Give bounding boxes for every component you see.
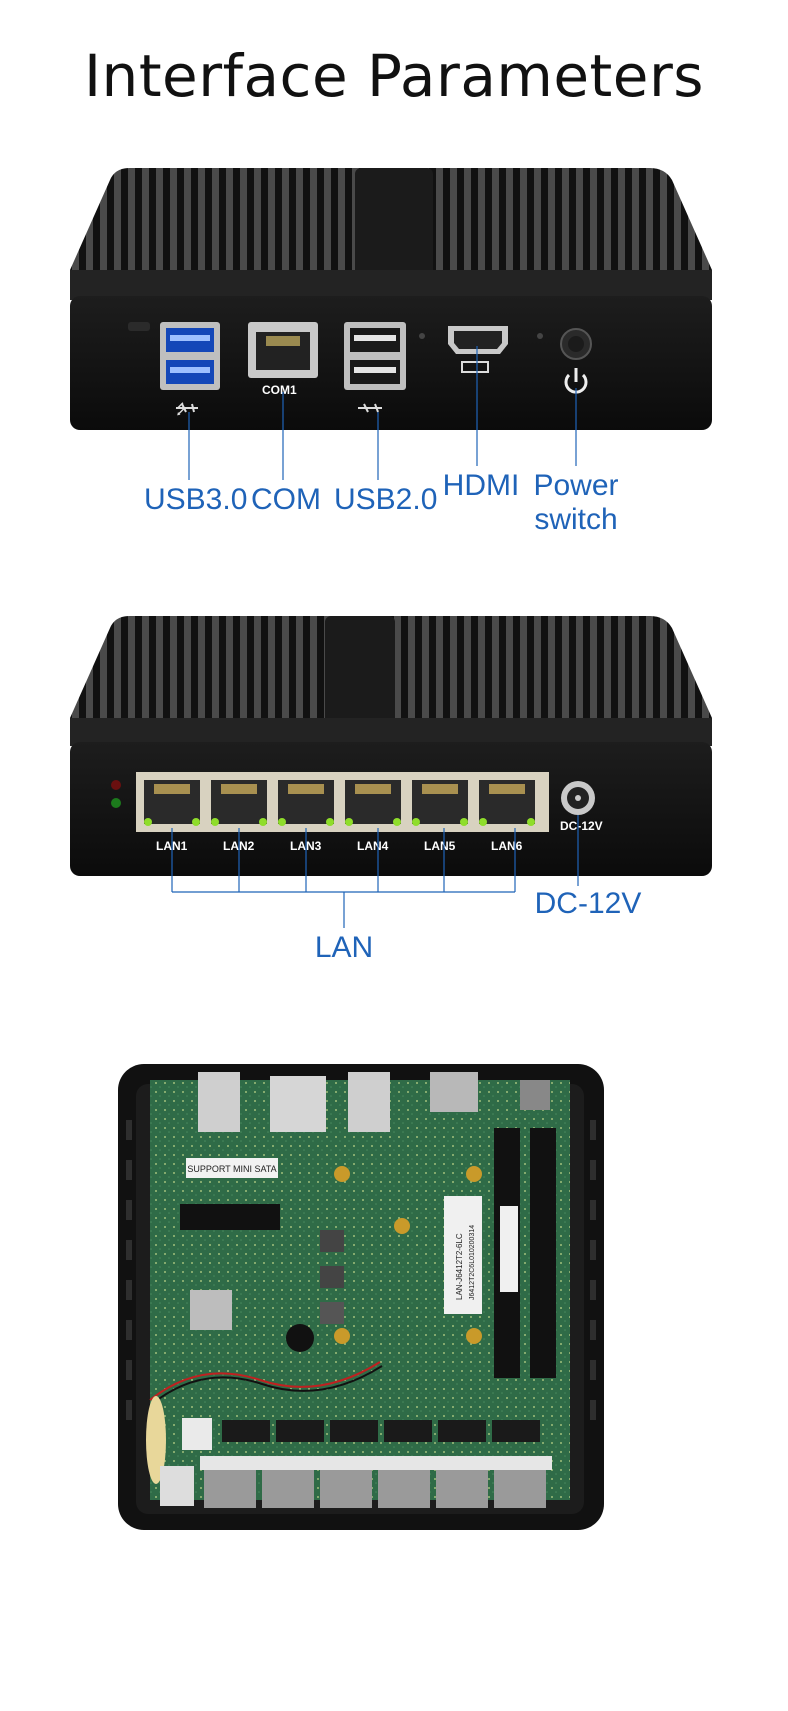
sata-label: SUPPORT MINI SATA [187, 1164, 276, 1174]
usb-icon-left [176, 403, 198, 413]
cmos-battery [146, 1396, 166, 1484]
lan-port-3 [278, 780, 334, 826]
lan-ports [144, 780, 535, 826]
board-usb30 [198, 1072, 240, 1132]
lan-port-5 [412, 780, 468, 826]
front-view: ⭍ COM1 [70, 168, 712, 480]
power-header [182, 1418, 212, 1450]
lan4-printed: LAN4 [357, 839, 389, 853]
lan5-printed: LAN5 [424, 839, 456, 853]
lan-port-4 [345, 780, 401, 826]
usb-symbol-icon: ⭍ [175, 402, 187, 418]
m2-slot [180, 1204, 280, 1230]
lan-port-6 [479, 780, 535, 826]
lan-port-2 [211, 780, 267, 826]
board-lan-ports [204, 1470, 546, 1508]
dc-jack [561, 781, 595, 815]
board-com [270, 1076, 326, 1132]
inductor-3 [320, 1302, 344, 1324]
buzzer [286, 1324, 314, 1352]
led-green [111, 798, 121, 808]
dc-printed: DC-12V [560, 819, 603, 833]
usb30-port [160, 322, 220, 390]
com1-printed: COM1 [262, 383, 297, 397]
board-usb20 [348, 1072, 390, 1132]
sim-slot [190, 1290, 232, 1330]
front-callout-lines [188, 346, 577, 480]
usb-icon-right [358, 403, 382, 413]
sticker-line2: J6412T2C6L010200314 [469, 1225, 476, 1300]
label-usb20: USB2.0 [334, 483, 438, 516]
sata-label-plate [186, 1158, 278, 1178]
lan-transformers [222, 1420, 540, 1442]
hdmi-port [448, 326, 508, 373]
led-red [111, 780, 121, 790]
label-usb30: USB3.0 [144, 483, 248, 516]
hdmi-icon [461, 361, 489, 373]
usb20-port [344, 322, 406, 390]
label-hdmi: HDMI [442, 469, 520, 502]
inductor-1 [320, 1230, 344, 1252]
rear-callout-lines [171, 815, 579, 928]
sticker-line1: LAN-J6412T2-6LC [455, 1233, 464, 1300]
lan-label-strip [200, 1456, 552, 1470]
heatsink-center-bar [355, 168, 433, 278]
lan-port-1 [144, 780, 200, 826]
sodimm-slot-2 [530, 1128, 556, 1378]
com-port [248, 322, 318, 378]
label-power-line2: switch [534, 503, 618, 536]
board-sticker [444, 1196, 482, 1314]
label-dc: DC-12V [534, 887, 642, 920]
label-power-line1: Power [533, 469, 619, 502]
label-lan: LAN [314, 931, 374, 964]
page-title: Interface Parameters [83, 42, 705, 110]
label-com: COM [251, 483, 321, 516]
rear-view: LAN1 LAN2 LAN3 LAN4 LAN5 LAN6 DC-12V [70, 616, 712, 928]
board-hdmi [430, 1072, 478, 1112]
board-dc-jack [160, 1466, 194, 1506]
inductor-2 [320, 1266, 344, 1288]
